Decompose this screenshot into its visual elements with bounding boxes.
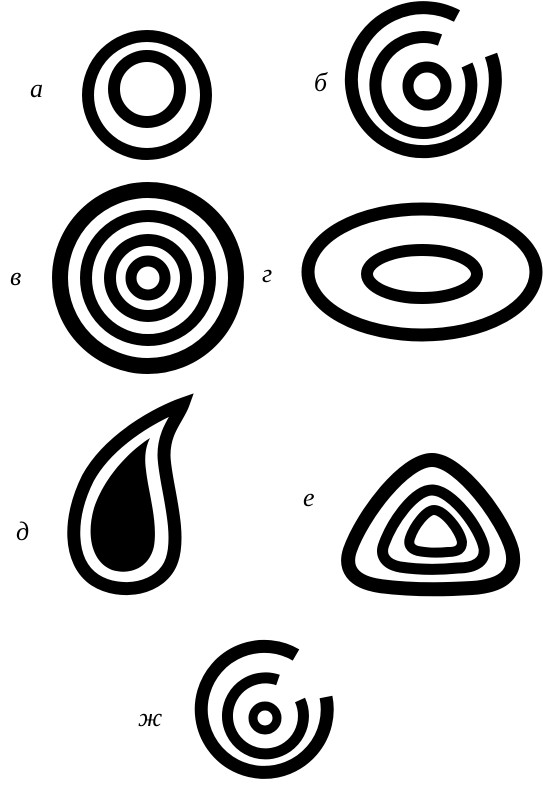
figure-e-inner-triangle [409,510,462,553]
figure-v-ring-3 [110,240,186,316]
figure-v-ring-4 [131,261,165,295]
figure-b-inner-ring [408,67,446,105]
figure-d: д [16,404,183,589]
figure-a-label: а [30,74,43,103]
figure-e-label: е [303,483,315,512]
figure-g-inner-ellipse [367,250,477,298]
figure-zh-inner-ring [253,706,277,730]
figure-g-label: г [262,259,272,288]
figure-zh-middle-arc [227,678,303,754]
figure-b: б [314,8,495,152]
figure-v: в [10,190,236,366]
figure-b-label: б [314,68,328,97]
figure-d-label: д [16,517,29,546]
figure-zh: ж [138,646,327,772]
figure-a-inner-ring [114,56,180,122]
figure-v-label: в [10,262,21,291]
figure-e: е [303,460,513,589]
figure-b-middle-arc [375,37,471,133]
figure-zh-label: ж [138,703,162,732]
figure-g-outer-ellipse [308,209,536,335]
figure-g: г [262,209,536,335]
figure-a: а [30,36,206,154]
